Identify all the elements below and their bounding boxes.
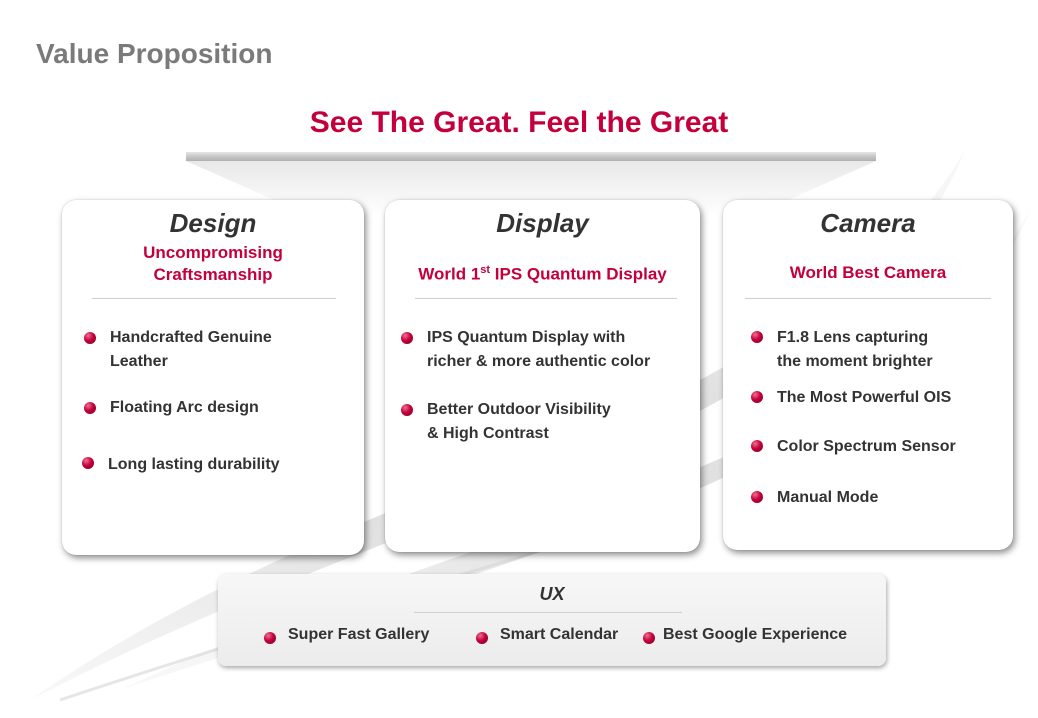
divider	[745, 298, 991, 299]
bullet-icon	[401, 404, 413, 416]
card-heading: Camera	[820, 208, 916, 238]
card-subtitle: World 1st IPS Quantum Display	[385, 259, 700, 286]
bullet-line: Leather	[110, 353, 168, 370]
ux-item-label: Super Fast Gallery	[288, 626, 430, 643]
tagline: See The Great. Feel the Great	[309, 106, 729, 139]
bullet-text: Manual Mode	[777, 489, 879, 506]
bullet-line: & High Contrast	[427, 425, 549, 442]
card-heading: Design	[169, 208, 257, 238]
card-subtitle: Uncompromising Craftsmanship	[62, 242, 364, 286]
bullet-line: IPS Quantum Display with	[427, 329, 626, 346]
bullet-icon	[751, 491, 763, 503]
divider	[414, 612, 682, 613]
bullet-text: IPS Quantum Display with richer & more a…	[427, 326, 650, 374]
bullet-icon	[84, 402, 96, 414]
ux-item-label: Smart Calendar	[500, 626, 619, 643]
bullet-icon	[751, 391, 763, 403]
tagline-underline	[186, 152, 876, 161]
card-subtitle-text: World 1	[418, 264, 481, 284]
camera-card: Camera World Best Camera F1.8 Lens captu…	[723, 200, 1013, 550]
card-subtitle-sup: st	[480, 264, 491, 276]
design-card: Design Uncompromising Craftsmanship Hand…	[62, 200, 364, 555]
card-subtitle: World Best Camera	[789, 263, 947, 282]
bullet-icon	[751, 331, 763, 343]
bullet-text: Handcrafted Genuine Leather	[110, 326, 272, 374]
bullet-icon	[82, 457, 94, 469]
card-subtitle-line: Craftsmanship	[153, 265, 273, 284]
bullet-icon	[643, 632, 655, 644]
bullet-line: Better Outdoor Visibility	[427, 401, 611, 418]
bullet-icon	[84, 332, 96, 344]
ux-box: UX Super Fast Gallery Smart Calendar Bes…	[218, 574, 886, 666]
bullet-text: Better Outdoor Visibility & High Contras…	[427, 398, 611, 446]
bullet-text: Long lasting durability	[108, 456, 280, 473]
divider	[92, 298, 336, 299]
bullet-icon	[476, 632, 488, 644]
bullet-text: The Most Powerful OIS	[777, 389, 952, 406]
display-card: Display World 1st IPS Quantum Display IP…	[385, 200, 700, 552]
bullet-icon	[751, 440, 763, 452]
divider	[415, 298, 677, 299]
bullet-text: Color Spectrum Sensor	[777, 438, 956, 455]
page-title: Value Proposition	[36, 38, 273, 69]
bullet-line: the moment brighter	[777, 353, 933, 370]
bullet-icon	[401, 332, 413, 344]
card-subtitle-line: Uncompromising	[143, 243, 283, 262]
bullet-line: richer & more authentic color	[427, 353, 651, 370]
card-subtitle-text: IPS Quantum Display	[490, 264, 667, 284]
bullet-line: F1.8 Lens capturing	[777, 329, 929, 346]
bullet-line: Handcrafted Genuine	[110, 329, 272, 346]
bullet-icon	[264, 632, 276, 644]
bullet-text: F1.8 Lens capturing the moment brighter	[777, 326, 933, 374]
bullet-text: Floating Arc design	[110, 399, 259, 416]
card-heading: Display	[496, 208, 589, 238]
ux-title: UX	[539, 584, 565, 604]
ux-item-label: Best Google Experience	[663, 626, 848, 643]
